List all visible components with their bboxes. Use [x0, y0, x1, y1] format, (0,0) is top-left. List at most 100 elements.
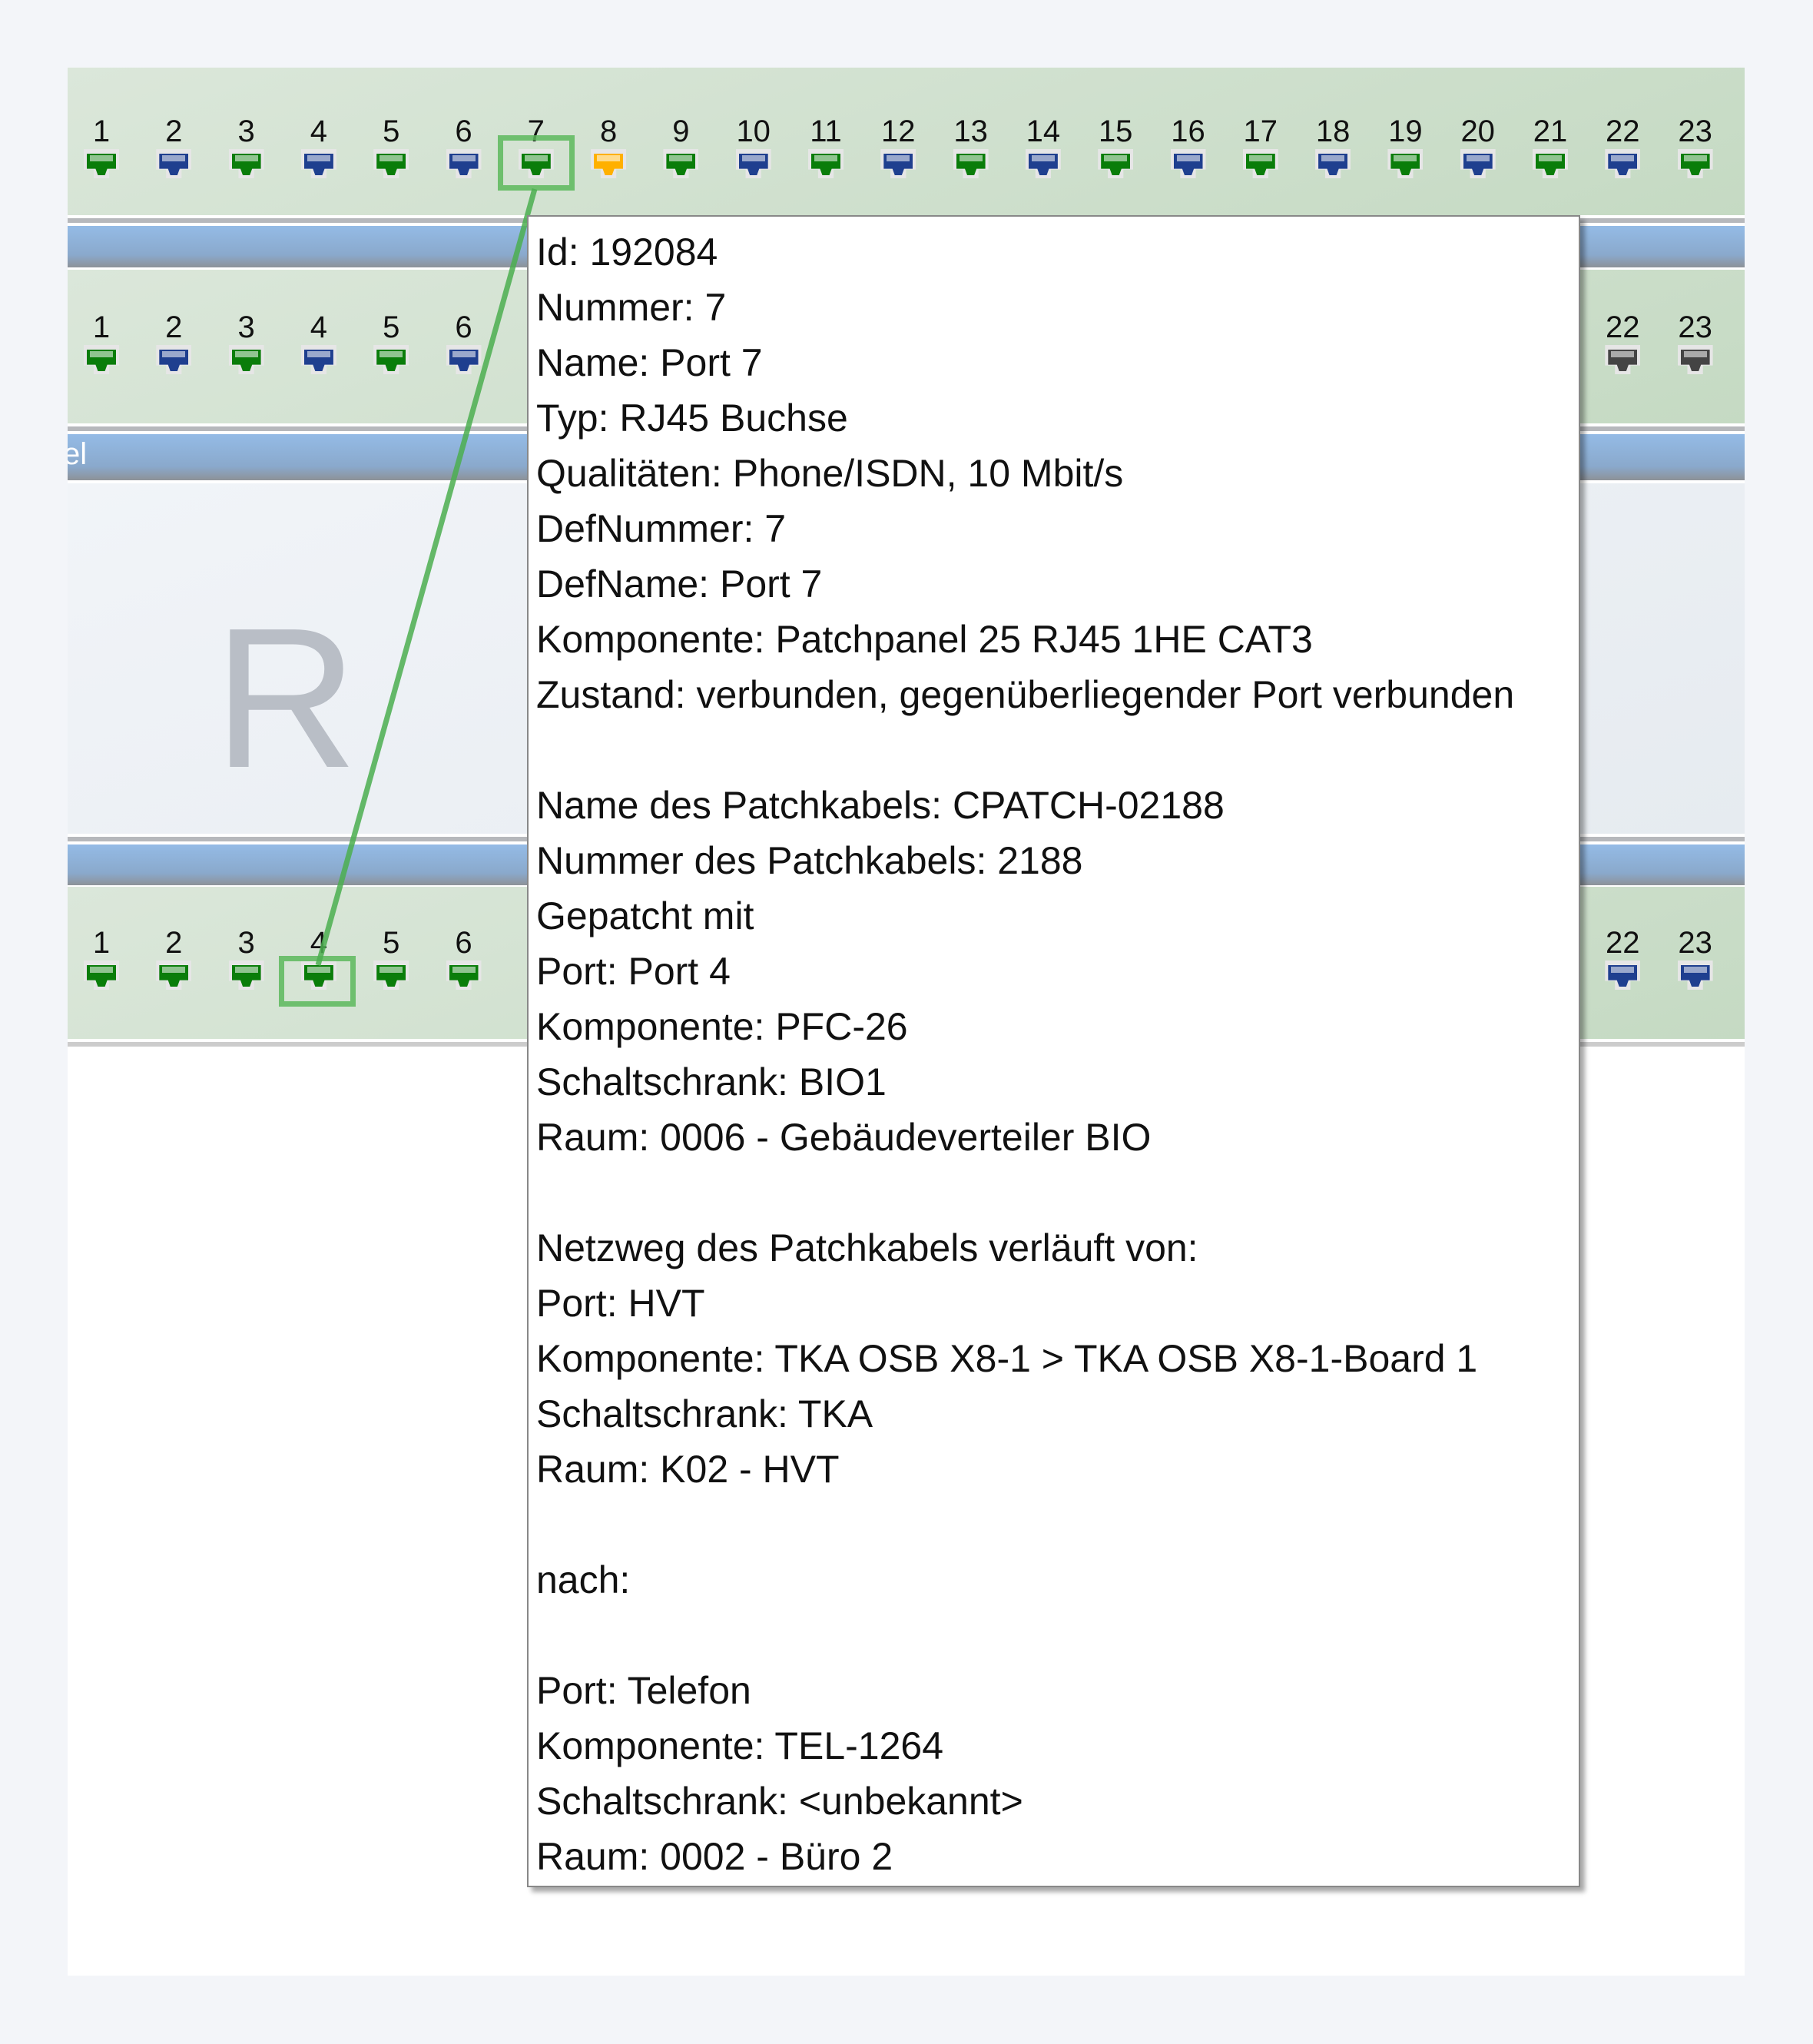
tooltip-line: Schaltschrank: TKA	[536, 1392, 873, 1435]
tooltip-line: Qualitäten: Phone/ISDN, 10 Mbit/s	[536, 452, 1124, 495]
tooltip-line: Nummer des Patchkabels: 2188	[536, 839, 1083, 882]
port-23[interactable]: 23	[1672, 927, 1719, 990]
rj45-port-icon	[1098, 149, 1134, 178]
port-4[interactable]: 4	[296, 311, 342, 374]
port-3[interactable]: 3	[224, 115, 270, 178]
rj45-port-icon	[663, 149, 699, 178]
port-14[interactable]: 14	[1020, 115, 1066, 178]
tooltip-spacer	[536, 722, 1579, 778]
rj45-port-icon	[591, 149, 627, 178]
port-20[interactable]: 20	[1455, 115, 1501, 178]
port-22[interactable]: 22	[1599, 115, 1646, 178]
port-2[interactable]: 2	[151, 115, 197, 178]
port-number: 9	[672, 114, 690, 148]
tooltip-line: Raum: K02 - HVT	[536, 1448, 840, 1491]
rj45-port-icon	[1677, 345, 1713, 374]
port-16[interactable]: 16	[1165, 115, 1211, 178]
port-21[interactable]: 21	[1527, 115, 1573, 178]
port-number: 3	[237, 114, 255, 148]
rj45-port-icon	[156, 149, 192, 178]
tooltip-line: DefNummer: 7	[536, 507, 787, 550]
port-2[interactable]: 2	[151, 311, 197, 374]
port-17[interactable]: 17	[1238, 115, 1284, 178]
rj45-port-icon	[1315, 149, 1351, 178]
tooltip-line: Komponente: TEL-1264	[536, 1724, 944, 1767]
port-10[interactable]: 10	[731, 115, 777, 178]
port-6[interactable]: 6	[441, 927, 487, 990]
port-3[interactable]: 3	[224, 311, 270, 374]
port-number: 19	[1388, 114, 1423, 148]
port-18[interactable]: 18	[1310, 115, 1356, 178]
port-22[interactable]: 22	[1599, 311, 1646, 374]
tooltip-line: DefName: Port 7	[536, 562, 823, 606]
rj45-port-icon	[228, 149, 264, 178]
rj45-port-icon	[1387, 149, 1424, 178]
tooltip-line: Zustand: verbunden, gegenüberliegender P…	[536, 673, 1515, 716]
tooltip-line: Port: Port 4	[536, 950, 731, 993]
port-1[interactable]: 1	[78, 115, 124, 178]
port-number: 1	[92, 310, 111, 344]
rj45-port-icon	[735, 149, 771, 178]
port-11[interactable]: 11	[803, 115, 849, 178]
port-3[interactable]: 3	[224, 927, 270, 990]
rj45-port-icon	[1025, 149, 1061, 178]
port-number: 1	[92, 114, 111, 148]
watermark-text: R	[214, 587, 358, 810]
port-4[interactable]: 4	[296, 115, 342, 178]
port-number: 13	[953, 114, 988, 148]
tooltip-line: Netzweg des Patchkabels verläuft von:	[536, 1226, 1198, 1269]
port-2[interactable]: 2	[151, 927, 197, 990]
port-15[interactable]: 15	[1092, 115, 1139, 178]
port-number: 23	[1678, 114, 1712, 148]
rj45-port-icon	[84, 149, 119, 178]
port-number: 2	[165, 310, 183, 344]
port-5[interactable]: 5	[368, 927, 414, 990]
port-22[interactable]: 22	[1599, 927, 1646, 990]
port-5[interactable]: 5	[368, 311, 414, 374]
port-number: 8	[599, 114, 618, 148]
port-9[interactable]: 9	[658, 115, 704, 178]
port-number: 5	[383, 310, 400, 344]
port-13[interactable]: 13	[948, 115, 994, 178]
port-number: 22	[1606, 926, 1640, 960]
patched-port-highlight[interactable]	[279, 956, 356, 1007]
port-number: 12	[881, 114, 916, 148]
rj45-port-icon	[1242, 149, 1278, 178]
rj45-port-icon	[84, 345, 119, 374]
rj45-port-icon	[1677, 149, 1713, 178]
port-number: 11	[810, 114, 842, 148]
rj45-port-icon	[156, 345, 192, 374]
port-1[interactable]: 1	[78, 927, 124, 990]
rj45-port-icon	[953, 149, 989, 178]
tooltip-line: Komponente: TKA OSB X8-1 > TKA OSB X8-1-…	[536, 1337, 1478, 1380]
port-19[interactable]: 19	[1382, 115, 1428, 178]
tooltip-line: Name: Port 7	[536, 341, 763, 384]
port-number: 14	[1026, 114, 1061, 148]
tooltip-line: Komponente: PFC-26	[536, 1005, 908, 1048]
port-23[interactable]: 23	[1672, 115, 1719, 178]
port-1[interactable]: 1	[78, 311, 124, 374]
port-number: 6	[455, 926, 472, 960]
port-8[interactable]: 8	[585, 115, 631, 178]
rj45-port-icon	[446, 345, 482, 374]
rj45-port-icon	[228, 345, 264, 374]
port-12[interactable]: 12	[875, 115, 921, 178]
rj45-port-icon	[1605, 149, 1641, 178]
port-23[interactable]: 23	[1672, 311, 1719, 374]
port-6[interactable]: 6	[441, 115, 487, 178]
port-6[interactable]: 6	[441, 311, 487, 374]
port-number: 20	[1460, 114, 1495, 148]
port-number: 5	[383, 926, 400, 960]
rj45-port-icon	[1677, 961, 1713, 990]
selected-port-highlight[interactable]	[498, 135, 575, 191]
rj45-port-icon	[1605, 345, 1641, 374]
tooltip-line: Gepatcht mit	[536, 894, 754, 937]
port-number: 23	[1678, 926, 1712, 960]
rj45-port-icon	[228, 961, 264, 990]
rj45-port-icon	[373, 149, 409, 178]
port-5[interactable]: 5	[368, 115, 414, 178]
port-number: 17	[1243, 114, 1278, 148]
rj45-port-icon	[84, 961, 119, 990]
